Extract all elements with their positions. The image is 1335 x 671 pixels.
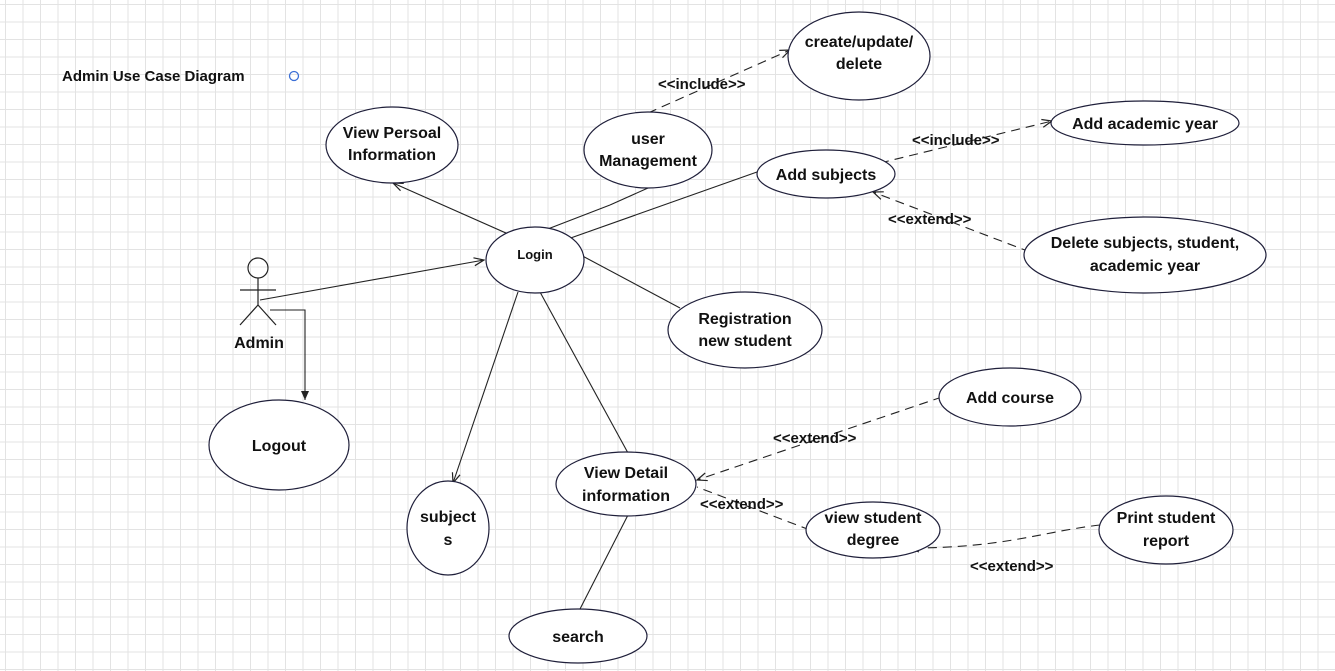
extend-delete-edge (873, 192, 1031, 253)
admin-actor[interactable]: Admin (234, 257, 284, 352)
use-case-subjects[interactable]: subject s (406, 480, 490, 576)
subjects-line-1: subject (420, 509, 477, 526)
actor-name: Admin (234, 335, 284, 352)
registration-line-1: Registration (698, 311, 791, 328)
title-marker-icon (288, 70, 300, 82)
login-user-management-association-2 (609, 187, 649, 206)
use-case-add-academic-year[interactable]: Add academic year (1050, 100, 1240, 146)
view-degree-line-2: degree (847, 532, 900, 549)
extend-add-course-label: <<extend>> (773, 430, 857, 447)
registration-line-2: new student (698, 333, 792, 350)
extend-delete-label: <<extend>> (888, 211, 972, 228)
use-case-logout[interactable]: Logout (208, 399, 350, 491)
view-degree-line-1: view student (825, 510, 923, 527)
create-update-line-2: delete (836, 56, 882, 73)
view-detail-line-2: information (582, 488, 670, 505)
use-case-login[interactable]: Login (485, 226, 585, 294)
view-personal-line-2: Information (348, 147, 436, 164)
add-course-label: Add course (966, 390, 1054, 407)
user-management-line-2: Management (599, 153, 697, 170)
admin-login-association (259, 260, 484, 301)
add-academic-year-label: Add academic year (1072, 116, 1218, 133)
admin-logout-association (270, 309, 309, 400)
extend-print-report-edge (909, 524, 1101, 548)
login-label: Login (517, 247, 552, 262)
use-case-view-personal-information[interactable]: View Persoal Information (325, 106, 459, 184)
view-detail-search-association (579, 514, 629, 610)
extend-view-degree-edge (696, 486, 811, 531)
use-case-registration-new-student[interactable]: Registration new student (667, 291, 823, 369)
use-case-delete-subjects[interactable]: Delete subjects, student, academic year (1023, 216, 1267, 294)
include-create-update-edge (647, 50, 790, 114)
view-detail-line-1: View Detail (584, 465, 668, 482)
login-view-detail-association (539, 291, 629, 454)
subjects-line-2: s (444, 532, 453, 549)
include-create-update-label: <<include>> (658, 76, 746, 93)
use-case-view-detail-information[interactable]: View Detail information (555, 451, 697, 517)
extend-print-report-label: <<extend>> (970, 558, 1054, 575)
create-update-line-1: create/update/ (805, 34, 914, 51)
view-personal-line-1: View Persoal (343, 125, 441, 142)
user-management-line-1: user (631, 131, 665, 148)
login-user-management-association-1 (539, 204, 611, 233)
use-case-add-course[interactable]: Add course (938, 367, 1082, 427)
search-label: search (552, 629, 604, 646)
delete-subjects-line-2: academic year (1090, 258, 1200, 275)
login-subjects-association (453, 291, 519, 483)
use-case-create-update-delete[interactable]: create/update/ delete (787, 11, 931, 101)
login-registration-association (574, 251, 681, 309)
print-report-line-2: report (1143, 533, 1190, 550)
login-view-personal-association (393, 183, 516, 238)
use-case-search[interactable]: search (508, 608, 648, 664)
use-case-print-student-report[interactable]: Print student report (1098, 495, 1234, 565)
diagram-title: Admin Use Case Diagram (62, 68, 245, 85)
print-report-line-1: Print student (1117, 510, 1216, 527)
delete-subjects-line-1: Delete subjects, student, (1051, 235, 1240, 252)
logout-label: Logout (252, 438, 307, 455)
login-add-subjects-association (564, 171, 758, 241)
actor-head-icon (247, 257, 269, 279)
extend-view-degree-label: <<extend>> (700, 496, 784, 513)
include-academic-year-label: <<include>> (912, 132, 1000, 149)
add-subjects-label: Add subjects (776, 167, 877, 184)
use-case-view-student-degree[interactable]: view student degree (805, 501, 941, 559)
use-case-add-subjects[interactable]: Add subjects (756, 149, 896, 199)
extend-add-course-edge (697, 396, 943, 480)
use-case-user-management[interactable]: user Management (583, 111, 713, 189)
